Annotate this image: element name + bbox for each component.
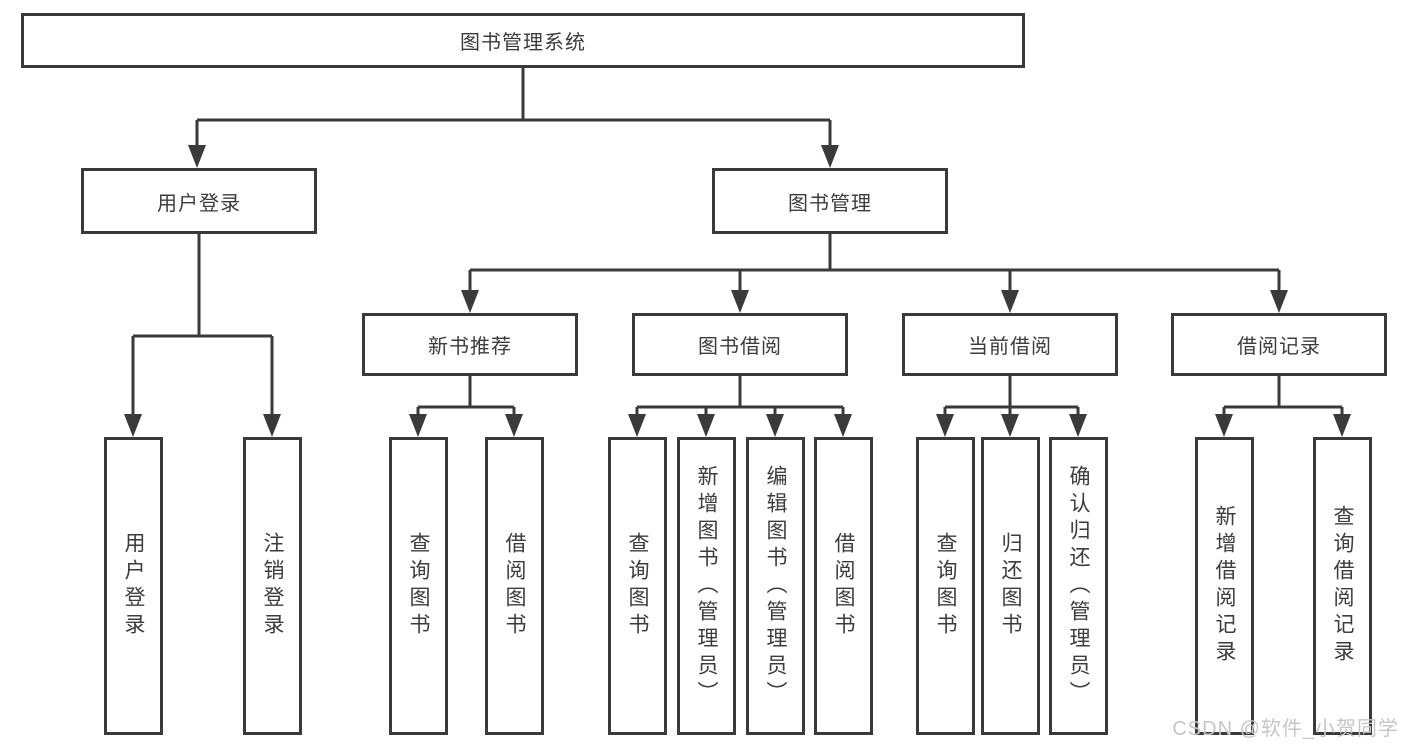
- leaf-confirm-return-admin: 确认归还（管理员）: [1049, 437, 1108, 735]
- leaf-query-books-recommend: 查询图书: [389, 437, 448, 735]
- csdn-watermark: CSDN @软件_小贺同学: [1172, 718, 1399, 740]
- leaf-add-book-admin: 新增图书（管理员）: [677, 437, 736, 735]
- node-new-book-recommend: 新书推荐: [362, 313, 578, 376]
- node-book-borrowing: 图书借阅: [632, 313, 848, 376]
- node-user-login: 用户登录: [81, 168, 317, 234]
- leaf-add-borrow-record: 新增借阅记录: [1195, 437, 1254, 735]
- leaf-edit-book-admin: 编辑图书（管理员）: [746, 437, 805, 735]
- leaf-query-books-borrowing: 查询图书: [608, 437, 667, 735]
- leaf-query-books-current: 查询图书: [916, 437, 975, 735]
- leaf-user-login: 用户登录: [104, 437, 163, 735]
- leaf-return-book: 归还图书: [981, 437, 1040, 735]
- node-book-management: 图书管理: [712, 168, 948, 234]
- node-borrowing-records: 借阅记录: [1171, 313, 1387, 376]
- leaf-logout: 注销登录: [243, 437, 302, 735]
- leaf-borrow-books-borrowing: 借阅图书: [814, 437, 873, 735]
- node-library-management-system: 图书管理系统: [21, 13, 1025, 68]
- leaf-query-borrow-record: 查询借阅记录: [1313, 437, 1372, 735]
- leaf-borrow-books-recommend: 借阅图书: [485, 437, 544, 735]
- node-current-borrowing: 当前借阅: [902, 313, 1118, 376]
